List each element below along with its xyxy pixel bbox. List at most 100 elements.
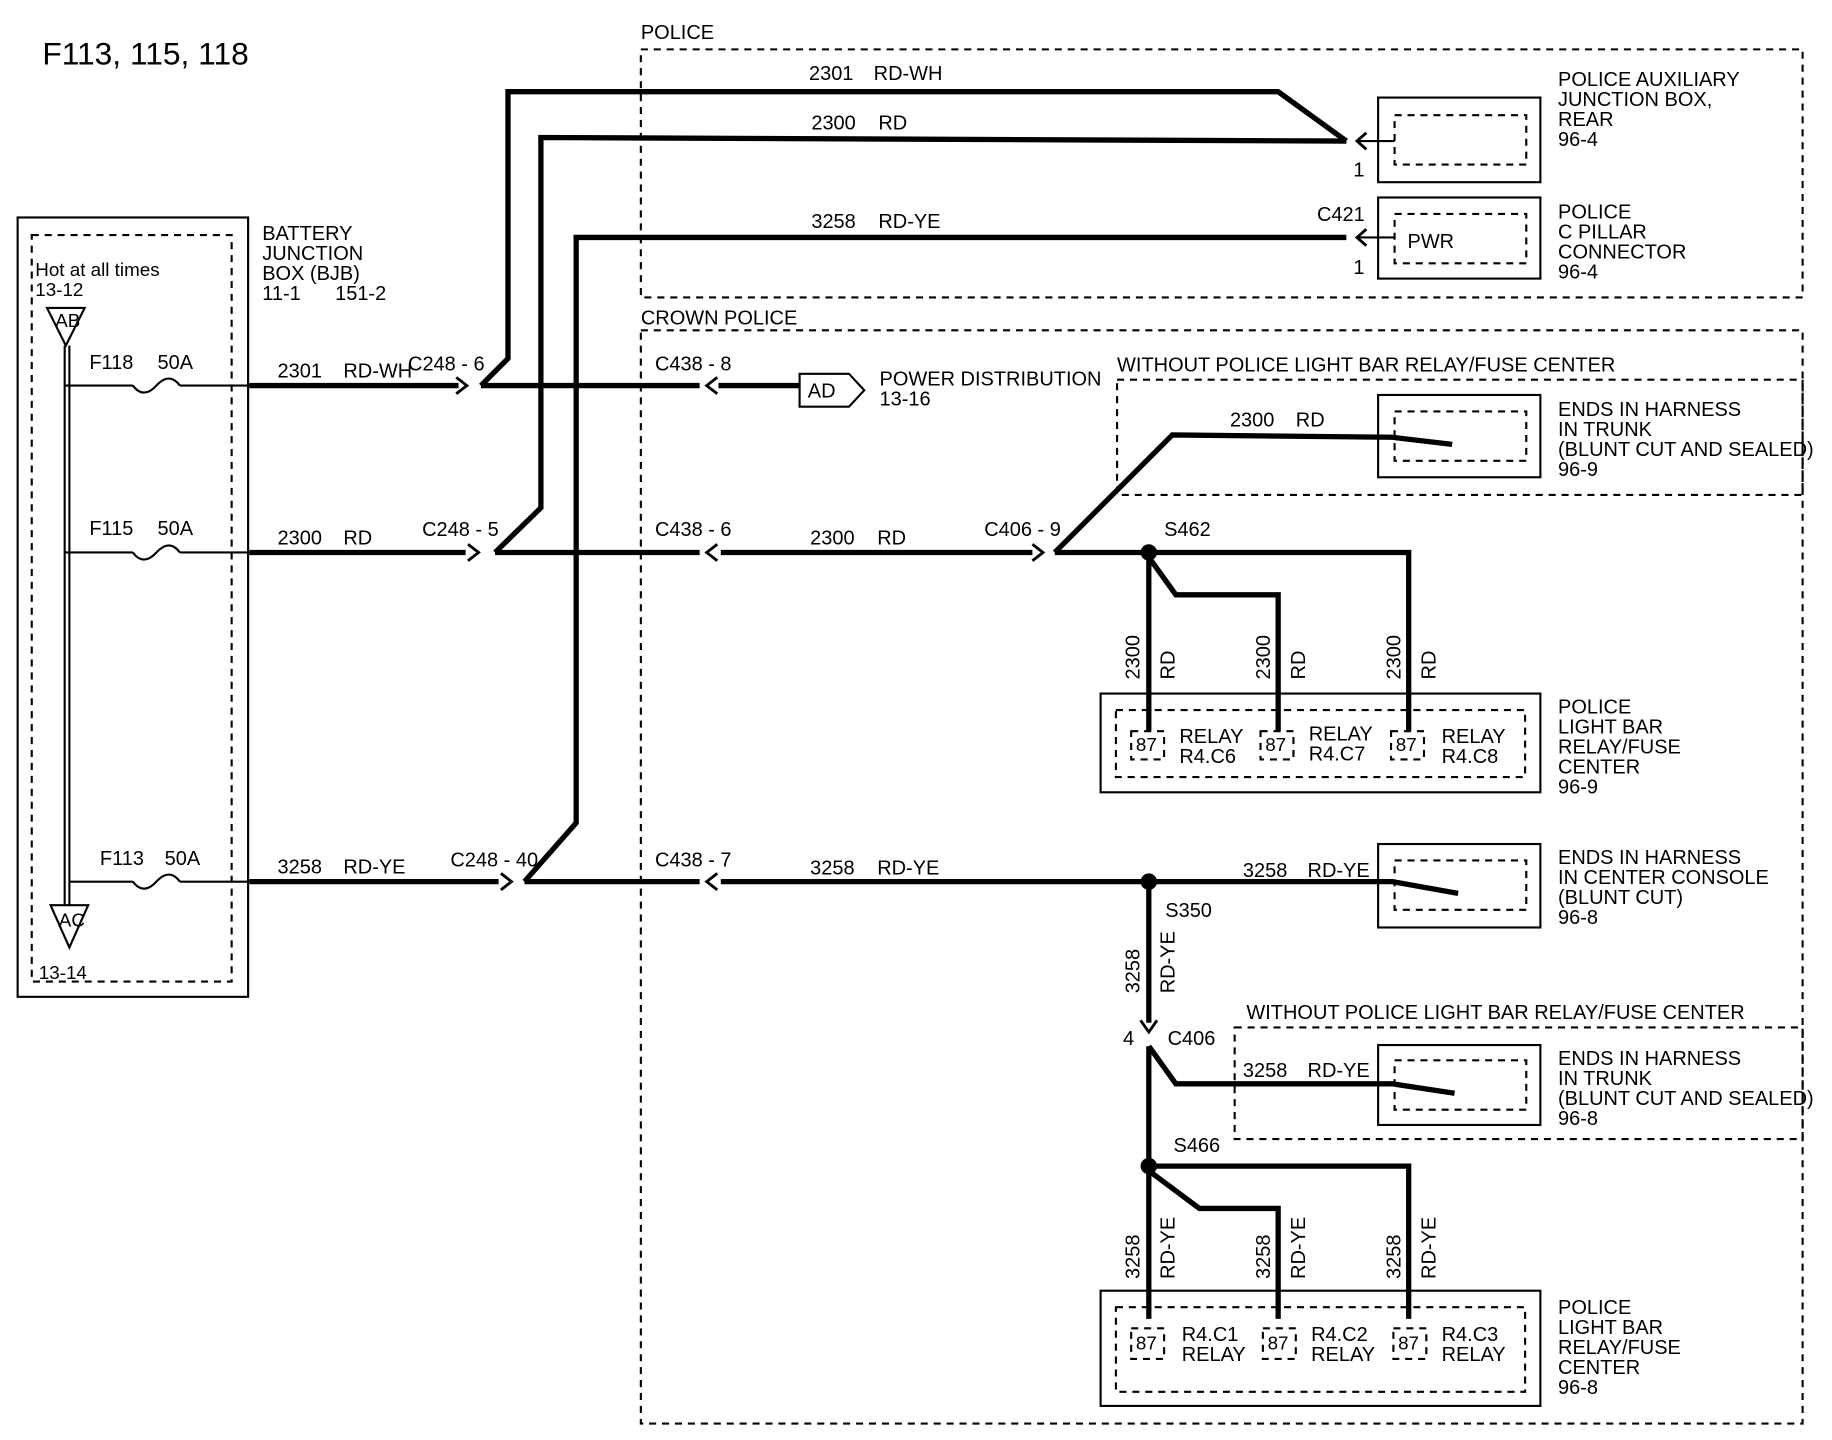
c438-7-label: C438 - 7 (655, 849, 732, 871)
fuse-symbol (132, 377, 181, 394)
crown-police-region-label: CROWN POLICE (641, 307, 797, 329)
connector-c438-7 (704, 872, 719, 891)
c248-40-label: C248 - 40 (450, 849, 538, 871)
label-2300-mid: 2300 (810, 527, 854, 549)
relay-r4c2: 87 R4.C2 RELAY (1261, 1324, 1375, 1366)
v-rdye-3: RD-YE (1419, 1217, 1441, 1279)
relay-pin: 87 (1136, 1332, 1157, 1353)
label-rdye-bjb: RD-YE (343, 856, 405, 878)
console-harness-end: ENDS IN HARNESS IN CENTER CONSOLE (BLUNT… (1377, 842, 1769, 929)
vertical-labels-mid: 3258 RD-YE (1122, 931, 1179, 993)
fuse-f118: F118 50A (64, 352, 250, 394)
label-rdwh-bjb: RD-WH (343, 360, 412, 382)
s462-label: S462 (1164, 519, 1211, 541)
lightbar2-line-2: LIGHT BAR (1558, 1317, 1663, 1339)
console-line-3: (BLUNT CUT) (1558, 887, 1683, 909)
bjb-bottom-ref: 13-14 (39, 962, 87, 983)
wire-3258-to-console (720, 878, 1459, 896)
relay-line-1: RELAY (1309, 724, 1373, 746)
connector-c438-8 (704, 376, 719, 395)
aux-box-line-1: POLICE AUXILIARY (1558, 69, 1740, 91)
relay-r4c8: 87 RELAY R4.C8 (1389, 726, 1506, 768)
v-rd-3: RD (1419, 651, 1441, 680)
c421-label: C421 (1317, 204, 1365, 226)
aux-pin: 1 (1353, 159, 1364, 181)
without-relay-label-2: WITHOUT POLICE LIGHT BAR RELAY/FUSE CENT… (1246, 1002, 1744, 1024)
v-3258-1: 3258 (1122, 1235, 1144, 1279)
bus-ab-tag (45, 306, 87, 348)
v-3258-3: 3258 (1383, 1235, 1405, 1279)
bus-ac-label: AC (59, 909, 85, 930)
light-bar-relay-center-1: 87 RELAY R4.C6 87 RELAY R4.C7 87 RELAY R… (1099, 692, 1681, 798)
relay-pin: 87 (1265, 734, 1286, 755)
v-2300-2: 2300 (1253, 635, 1275, 679)
bus-ab-label: AB (55, 310, 80, 331)
relay-pin: 87 (1396, 734, 1417, 755)
fuse-f115: F115 50A (64, 518, 250, 561)
wire-2300-to-c7 (1146, 555, 1281, 732)
without-relay-region-2 (1233, 1026, 1804, 1141)
relay-line-1: RELAY (1442, 726, 1506, 748)
relay-r4c7: 87 RELAY R4.C7 (1259, 724, 1373, 766)
ad-tag (798, 372, 866, 408)
fuse-rating: 50A (165, 848, 201, 870)
trunk1-line-1: ENDS IN HARNESS (1558, 399, 1741, 421)
lightbar1-line-5: 96-9 (1558, 776, 1598, 798)
s350-label: S350 (1165, 900, 1212, 922)
wire-3258-to-c3 (1148, 1163, 1412, 1319)
v-2300-1: 2300 (1122, 635, 1144, 679)
relay-line-1: R4.C1 (1182, 1324, 1239, 1346)
relay-r4c6: 87 RELAY R4.C6 (1130, 726, 1243, 768)
relay-line-2: R4.C6 (1179, 746, 1236, 768)
police-region-label: POLICE (641, 22, 714, 44)
trunk-harness-end-2: ENDS IN HARNESS IN TRUNK (BLUNT CUT AND … (1377, 1043, 1814, 1130)
trunk2-line-4: 96-8 (1558, 1108, 1598, 1130)
label-2300-trunk: 2300 (1230, 410, 1274, 432)
label-3258-trunk: 3258 (1243, 1060, 1287, 1082)
vertical-labels-top: 2300 RD 2300 RD 2300 RD (1122, 635, 1440, 679)
v-3258-s350: 3258 (1122, 949, 1144, 993)
battery-junction-box: BATTERY JUNCTION BOX (BJB) 11-1 151-2 Ho… (16, 216, 386, 998)
lightbar1-line-1: POLICE (1558, 697, 1631, 719)
trunk1-line-3: (BLUNT CUT AND SEALED) (1558, 439, 1814, 461)
connector-c406-9 (1031, 543, 1046, 562)
relay-line-2: RELAY (1311, 1344, 1375, 1366)
wire-3258-to-c2 (1147, 1168, 1281, 1319)
label-3258-top: 3258 (811, 211, 855, 233)
label-3258-mid: 3258 (810, 858, 854, 880)
v-2300-3: 2300 (1383, 635, 1405, 679)
hot-ref: 13-12 (35, 279, 83, 300)
light-bar-relay-center-2: 87 R4.C1 RELAY 87 R4.C2 RELAY 87 R4.C3 R… (1099, 1289, 1681, 1407)
console-line-2: IN CENTER CONSOLE (1558, 867, 1769, 889)
ad-tag-label: AD (808, 380, 836, 402)
relay-pin: 87 (1268, 1332, 1289, 1353)
relay-line-2: RELAY (1182, 1344, 1246, 1366)
fuse-symbol (132, 873, 181, 890)
label-rd-bjb: RD (343, 527, 372, 549)
connector-c438-6 (704, 543, 719, 562)
c406-pin: 4 (1123, 1028, 1134, 1050)
lightbar2-line-5: 96-8 (1558, 1377, 1598, 1399)
relay-line-1: R4.C2 (1311, 1324, 1368, 1346)
v-rdye-1: RD-YE (1158, 1217, 1180, 1279)
label-2301-bjb: 2301 (278, 360, 322, 382)
trunk1-line-4: 96-9 (1558, 459, 1598, 481)
trunk2-line-2: IN TRUNK (1558, 1068, 1653, 1090)
fuse-symbol (132, 544, 181, 561)
c438-8-label: C438 - 8 (655, 353, 732, 375)
hot-at-all-times: Hot at all times (35, 259, 159, 280)
aux-box-line-4: 96-4 (1558, 129, 1598, 151)
fuse-rating: 50A (158, 518, 194, 540)
label-2301-top: 2301 (809, 63, 853, 85)
label-rdye-console: RD-YE (1308, 860, 1370, 882)
c-pillar-line-4: 96-4 (1558, 262, 1598, 284)
without-relay-label-1: WITHOUT POLICE LIGHT BAR RELAY/FUSE CENT… (1117, 354, 1615, 376)
console-line-4: 96-8 (1558, 907, 1598, 929)
label-2300-top: 2300 (811, 112, 855, 134)
lightbar2-line-1: POLICE (1558, 1297, 1631, 1319)
lightbar2-line-4: CENTER (1558, 1357, 1640, 1379)
wire-2300-to-aux-box (493, 134, 1347, 555)
relay-line-1: RELAY (1179, 726, 1243, 748)
label-3258-console: 3258 (1243, 860, 1287, 882)
v-3258-2: 3258 (1253, 1235, 1275, 1279)
